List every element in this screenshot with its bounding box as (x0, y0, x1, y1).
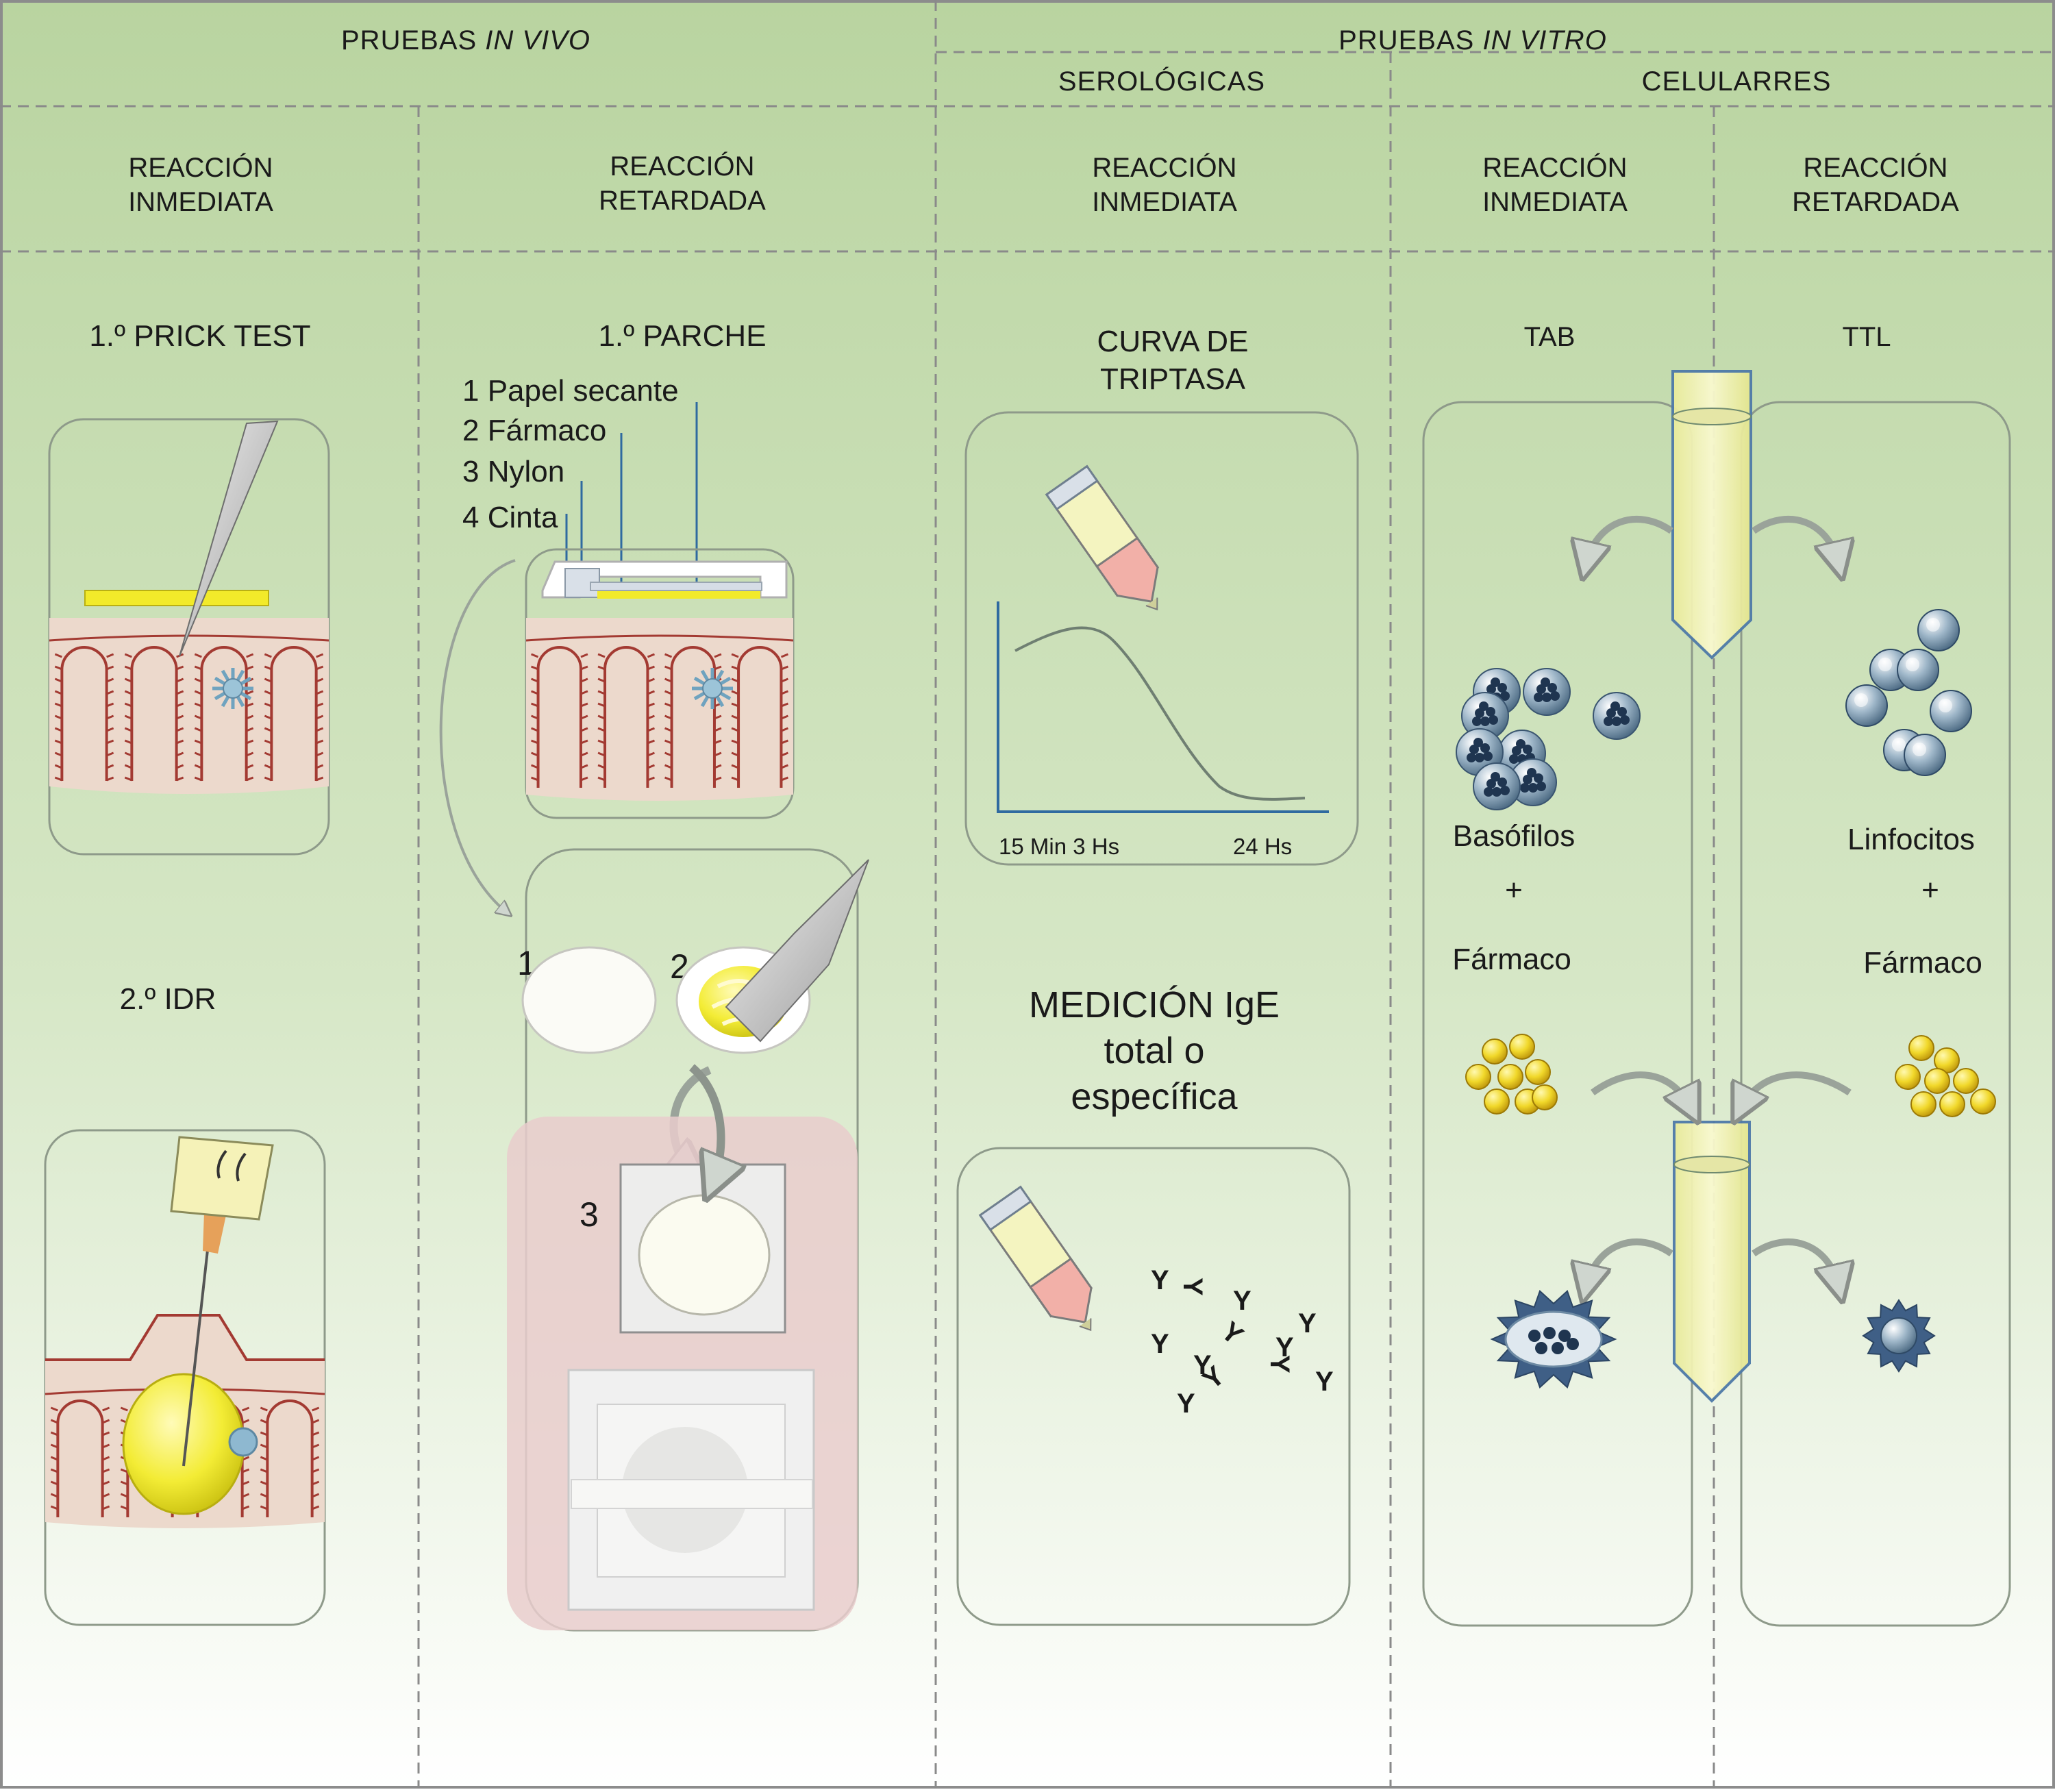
column-header-2: REACCIÓN RETARDADA (599, 151, 766, 216)
separation-arrows (1586, 516, 1850, 1288)
axis-label-right: 24 Hs (1233, 834, 1292, 859)
centrifuge-tube-bottom-icon (1673, 1121, 1751, 1403)
svg-text:INMEDIATA: INMEDIATA (128, 187, 273, 217)
test-tube-icon-tryptase (1045, 464, 1160, 611)
svg-text:REACCIÓN: REACCIÓN (1482, 152, 1627, 183)
ttl-title: TTL (1842, 322, 1891, 352)
svg-text:REACCIÓN: REACCIÓN (610, 151, 754, 182)
svg-text:REACCIÓN: REACCIÓN (128, 152, 273, 183)
idr-wheal (122, 1373, 245, 1515)
basofilos-label: Basófilos (1453, 819, 1576, 853)
svg-text:REACCIÓN: REACCIÓN (1092, 152, 1236, 183)
ige-title-line2: total o (1104, 1030, 1204, 1071)
lymphocyte-cluster (1845, 609, 1972, 776)
antibody-icon: Y (1151, 1265, 1169, 1295)
centrifuge-tube-top-icon (1671, 370, 1752, 660)
prick-skin-illustration (49, 618, 329, 794)
prick-test-title: 1.º PRICK TEST (89, 319, 310, 353)
column-header-3: REACCIÓN INMEDIATA (1092, 152, 1237, 217)
tryptase-axis (997, 601, 1329, 813)
header-celulares: CELULARRES (1642, 66, 1832, 97)
column-header-4: REACCIÓN INMEDIATA (1482, 152, 1628, 217)
patch-flow-arrow-icon (439, 559, 516, 912)
ige-title-line1: MEDICIÓN IgE (1029, 984, 1280, 1025)
svg-text:REACCIÓN: REACCIÓN (1803, 152, 1947, 183)
placement-arrow-icon (689, 1064, 721, 1184)
drug-particles-right (1895, 1035, 1996, 1117)
legend-papel-secante: 1 Papel secante (462, 374, 679, 408)
column-header-5: REACCIÓN RETARDADA (1792, 152, 1959, 217)
header-in-vitro: PRUEBAS IN VITRO (1338, 25, 1607, 55)
antibody-icon: Y (1265, 1355, 1295, 1373)
patch-layers (541, 560, 788, 599)
step-number-3: 3 (580, 1195, 599, 1234)
basophil-cluster (1456, 668, 1641, 810)
tab-panel (1422, 401, 1693, 1627)
legend-nylon: 3 Nylon (462, 455, 564, 488)
idr-title: 2.º IDR (120, 982, 216, 1016)
syringe-icon (170, 1136, 274, 1467)
antibody-icon: Y (1275, 1332, 1294, 1362)
tryptase-curve-line (1014, 626, 1306, 801)
tape-strip (571, 1479, 813, 1509)
tryptase-panel (964, 411, 1359, 866)
antibody-icon: Y (1233, 1286, 1251, 1316)
blotting-paper-disc (521, 946, 657, 1054)
antibody-icon: Y (1193, 1350, 1212, 1380)
mast-cell-icon-idr (228, 1427, 258, 1457)
svg-text:RETARDADA: RETARDADA (599, 186, 766, 216)
activated-lymphocyte-icon (1862, 1299, 1936, 1373)
antibody-icon: Y (1178, 1278, 1208, 1296)
antibody-icon: Y (1315, 1367, 1334, 1397)
tryptase-curve-chart: 15 Min 3 Hs 24 Hs (997, 601, 1329, 859)
axis-label-left: 15 Min 3 Hs (999, 834, 1119, 859)
svg-text:INMEDIATA: INMEDIATA (1092, 187, 1237, 217)
applied-disc (638, 1194, 771, 1316)
prick-drug-drop (84, 590, 269, 606)
antibody-icon: Y (1177, 1389, 1195, 1419)
legend-cinta: 4 Cinta (462, 501, 558, 534)
patch-legend: 1 Papel secante 2 Fármaco 3 Nylon 4 Cint… (462, 374, 679, 534)
antibody-icon: Y (1151, 1329, 1169, 1359)
farmaco-label-tab: Fármaco (1452, 943, 1571, 976)
spatula-icon (725, 859, 869, 1043)
curve-title-line1: CURVA DE (1097, 325, 1249, 358)
curve-title-line2: TRIPTASA (1100, 362, 1246, 396)
antibody-icon: Y (1298, 1308, 1317, 1339)
prick-lancet-icon (179, 420, 279, 657)
plus-sign-ttl: + (1921, 873, 1939, 907)
ttl-panel (1740, 401, 2011, 1627)
linfocitos-label: Linfocitos (1847, 823, 1975, 856)
header-serologicas: SEROLÓGICAS (1058, 66, 1265, 97)
column-header-1: REACCIÓN INMEDIATA (128, 152, 273, 217)
plus-sign-tab: + (1505, 873, 1523, 907)
test-tube-icon-ige (978, 1185, 1093, 1332)
svg-text:INMEDIATA: INMEDIATA (1482, 187, 1628, 217)
activated-basophil-icon (1490, 1290, 1617, 1389)
ige-panel (956, 1147, 1351, 1626)
ige-title-line3: específica (1071, 1076, 1238, 1117)
patch-title: 1.º PARCHE (598, 319, 766, 353)
patch-skin-illustration (525, 618, 794, 801)
svg-text:RETARDADA: RETARDADA (1792, 187, 1959, 217)
farmaco-label-ttl: Fármaco (1863, 946, 1982, 980)
legend-farmaco: 2 Fármaco (462, 414, 606, 447)
header-in-vivo: PRUEBAS IN VIVO (341, 25, 590, 55)
drug-particles-left (1465, 1034, 1558, 1115)
tab-title: TAB (1524, 322, 1576, 352)
